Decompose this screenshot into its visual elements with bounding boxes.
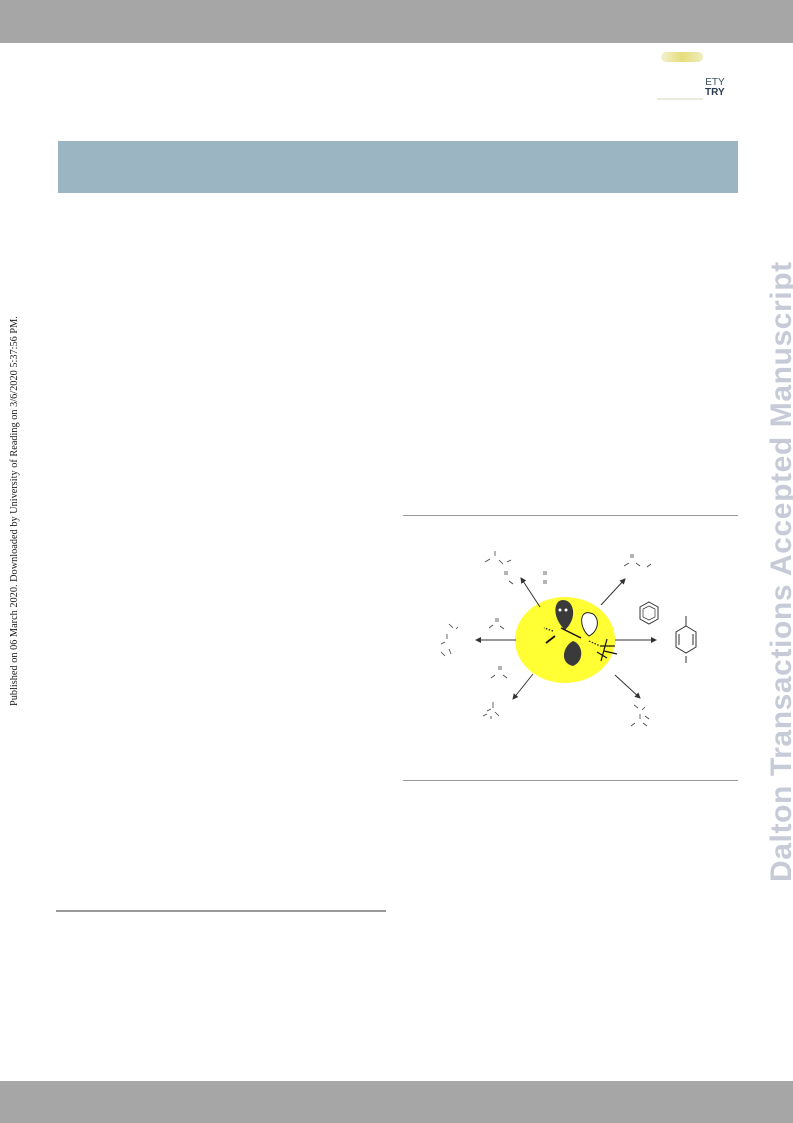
reaction-scheme-figure <box>403 518 738 778</box>
arrow-upper-left <box>520 577 541 608</box>
accepted-manuscript-watermark: Dalton Transactions Accepted Manuscript <box>765 261 793 882</box>
product-upper-left <box>484 551 547 585</box>
product-lower-left <box>482 666 508 719</box>
product-lower-right <box>630 704 650 727</box>
benzene-ring <box>639 601 659 625</box>
footnote-rule <box>56 910 386 912</box>
article-header-band <box>58 141 738 193</box>
empty-orbital <box>581 612 598 637</box>
figure-top-rule <box>403 515 738 516</box>
product-upper-right <box>623 554 652 568</box>
logo-underline <box>657 98 703 100</box>
top-bar <box>0 0 793 43</box>
product-left <box>440 618 505 657</box>
reaction-scheme-graphic <box>440 551 697 727</box>
logo-line-2: TRY <box>705 87 725 98</box>
arrow-lower-left <box>512 673 534 700</box>
arrow-lower-right <box>614 674 641 699</box>
figure-bottom-rule <box>403 780 738 781</box>
product-right <box>675 616 697 663</box>
bottom-bar <box>0 1081 793 1123</box>
logo-mark-icon <box>661 52 703 62</box>
logo-line-1: ETY <box>705 77 725 88</box>
published-notice: Published on 06 March 2020. Downloaded b… <box>9 316 20 706</box>
arrow-upper-right <box>600 578 626 606</box>
logo-text: ETY TRY <box>705 78 725 98</box>
filled-orbital-upper <box>555 600 574 630</box>
filled-orbital-lower <box>563 641 582 666</box>
publisher-logo: ETY TRY <box>655 50 735 106</box>
